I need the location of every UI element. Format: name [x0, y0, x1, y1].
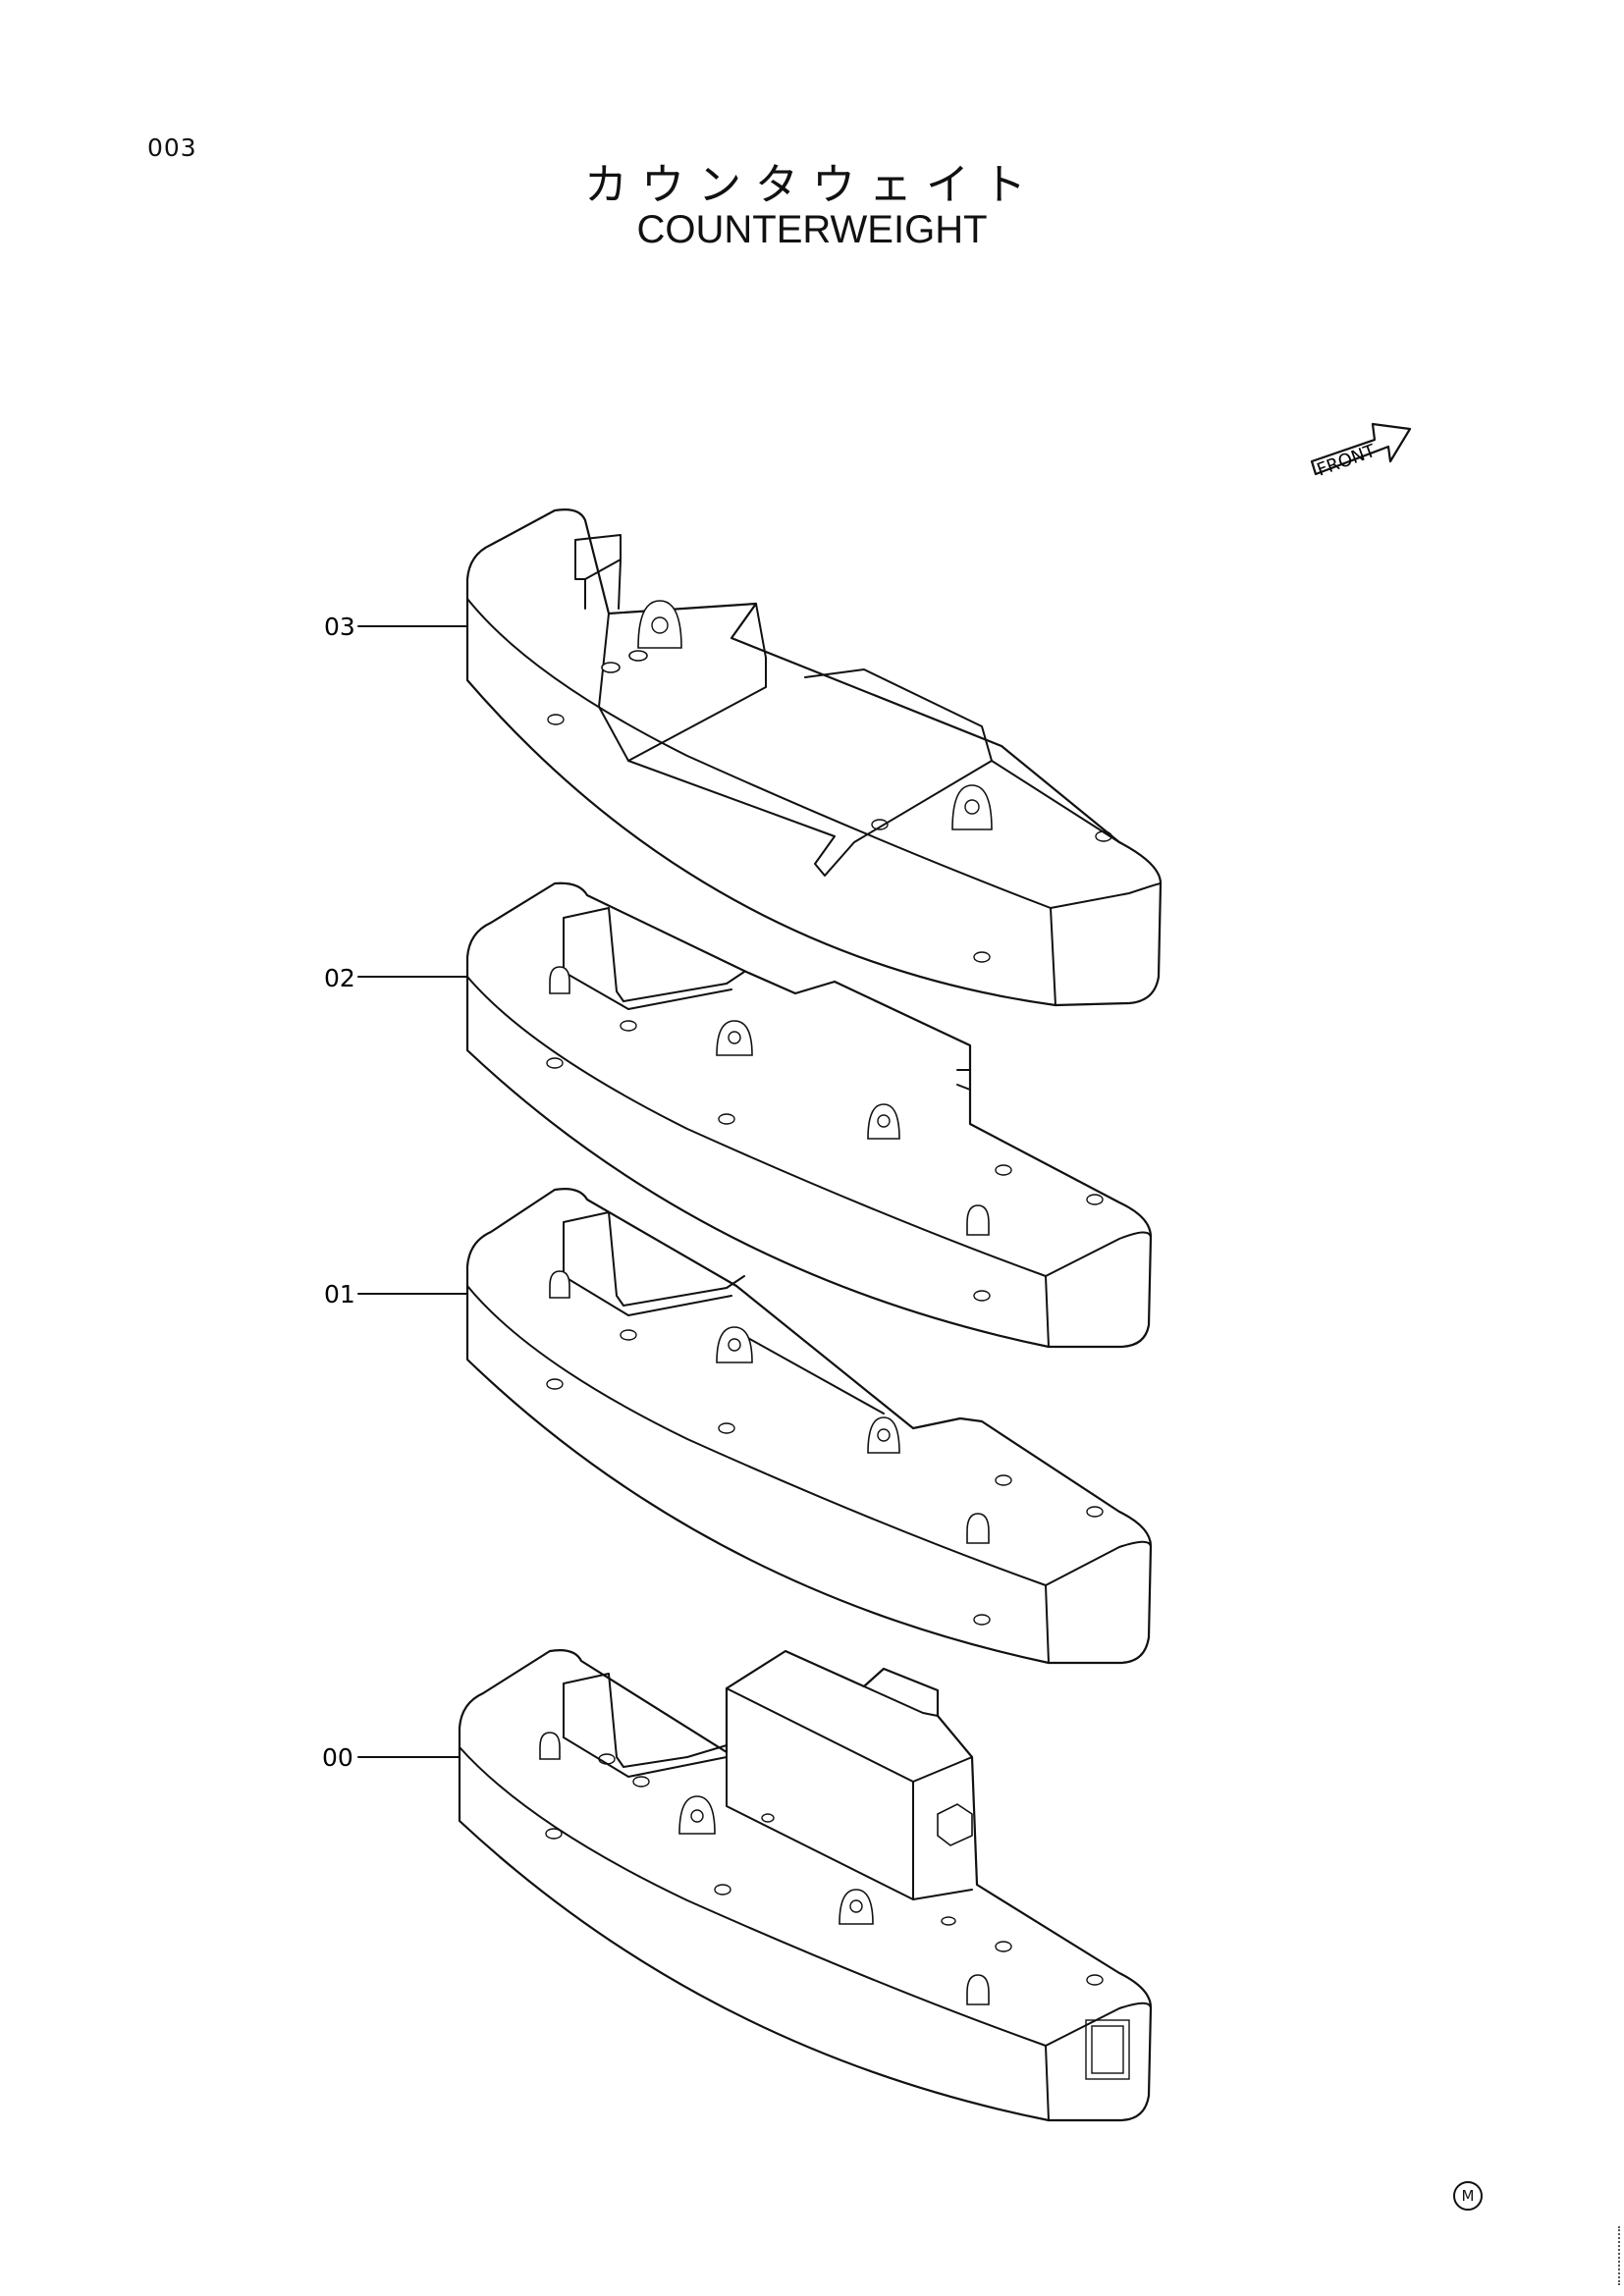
callout-01: 01: [324, 1280, 355, 1308]
front-direction-arrow: FRONT: [1310, 422, 1412, 481]
footer-m-mark: M: [1453, 2181, 1483, 2211]
callout-03: 03: [324, 613, 355, 641]
callout-02: 02: [324, 964, 355, 992]
counterweight-02: [357, 881, 1153, 1349]
page-title-english: COUNTERWEIGHT: [636, 208, 988, 251]
front-arrow-label: FRONT: [1315, 441, 1380, 481]
counterweight-00: [357, 1649, 1153, 2122]
callout-00: 00: [322, 1743, 353, 1772]
page-edge-mark: [1618, 2226, 1622, 2285]
page-title-japanese: カウンタウェイト: [584, 160, 1040, 210]
page-code: 003: [147, 133, 197, 162]
counterweight-03: [357, 508, 1163, 1007]
counterweight-01: [357, 1188, 1153, 1665]
